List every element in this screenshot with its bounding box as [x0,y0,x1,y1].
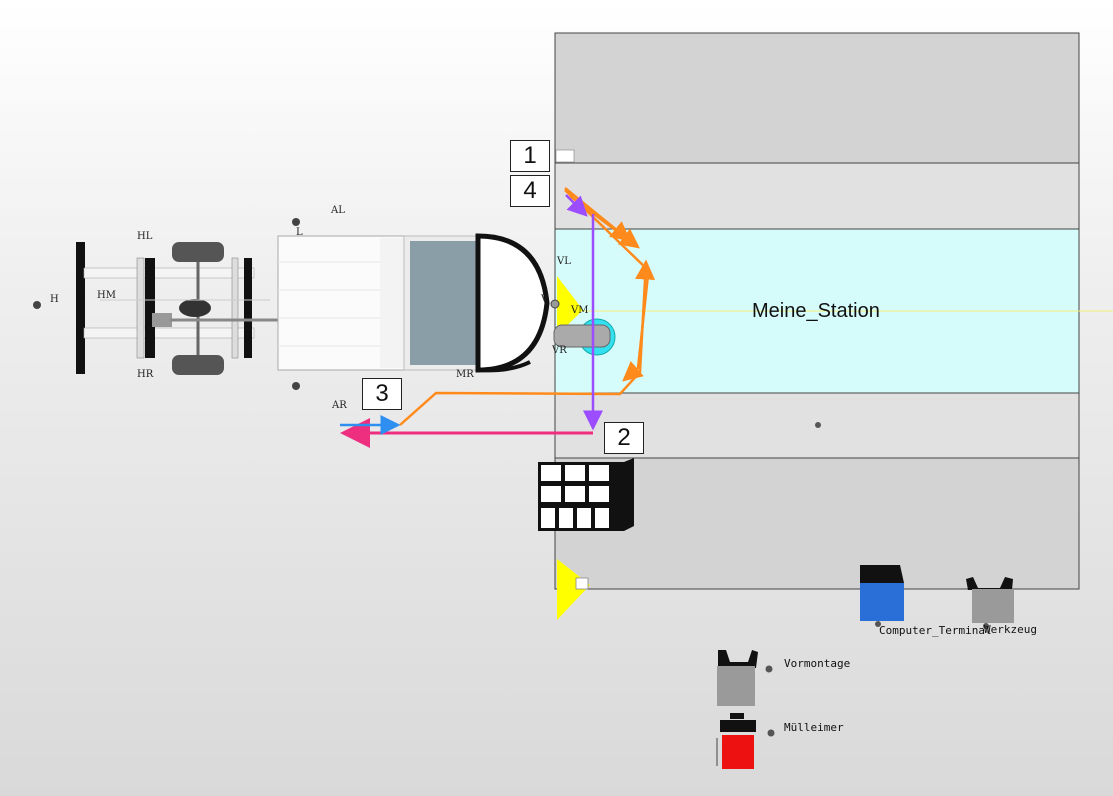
label-muelleimer: Mülleimer [784,721,844,734]
joint-R [292,382,300,390]
vehicle-cabin[interactable] [33,218,550,390]
vormontage-box[interactable] [717,650,773,706]
path-purple-a [565,194,588,217]
point-label-L: L [296,227,303,238]
point-label-VL: VL [557,256,571,267]
station-slot-marker [555,149,575,163]
label-vormontage: Vormontage [784,657,851,670]
joint-L [292,218,300,226]
point-label-H: H [50,294,59,305]
joint-H [33,301,41,309]
label-computer-terminal: Computer_Terminal [879,624,992,637]
step-marker-1[interactable]: 1 [510,140,550,172]
point-label-HL: HL [137,231,153,242]
werkzeug-box[interactable] [966,577,1014,629]
point-label-HR: HR [137,369,154,380]
path-orange-d [399,259,656,426]
point-label-MR: MR [456,369,474,380]
point-label-HM: HM [97,290,116,301]
windshield [410,241,476,365]
point-label-AL: AL [331,205,345,216]
label-werkzeug: Werkzeug [984,623,1037,636]
parts-rack[interactable] [538,458,634,531]
point-label-VM: VM [571,305,589,316]
step-marker-2[interactable]: 2 [604,422,644,454]
step-marker-4[interactable]: 4 [510,175,550,207]
vehicle-chassis[interactable] [76,242,290,375]
station-name-label: Meine_Station [752,300,880,322]
point-label-VR: VR [552,345,567,356]
muelleimer-bin[interactable] [716,713,775,769]
worker-marker-box [575,577,589,590]
movement-paths [340,187,656,448]
step-marker-3[interactable]: 3 [362,378,402,410]
station-zone-bottom [554,457,1080,590]
point-label-V: V [541,294,549,305]
wheel-rear-right [172,355,224,375]
vehicle-front [475,233,550,373]
station-point [815,422,821,428]
wheel-rear-left [172,242,224,262]
station-zone-upper-lane [554,162,1080,230]
computer-terminal[interactable] [860,565,904,627]
point-label-AR: AR [332,400,347,411]
worker-marker-upper[interactable] [557,276,583,335]
worker-marker-lower[interactable] [557,559,590,620]
station-zone-top [554,32,1080,164]
